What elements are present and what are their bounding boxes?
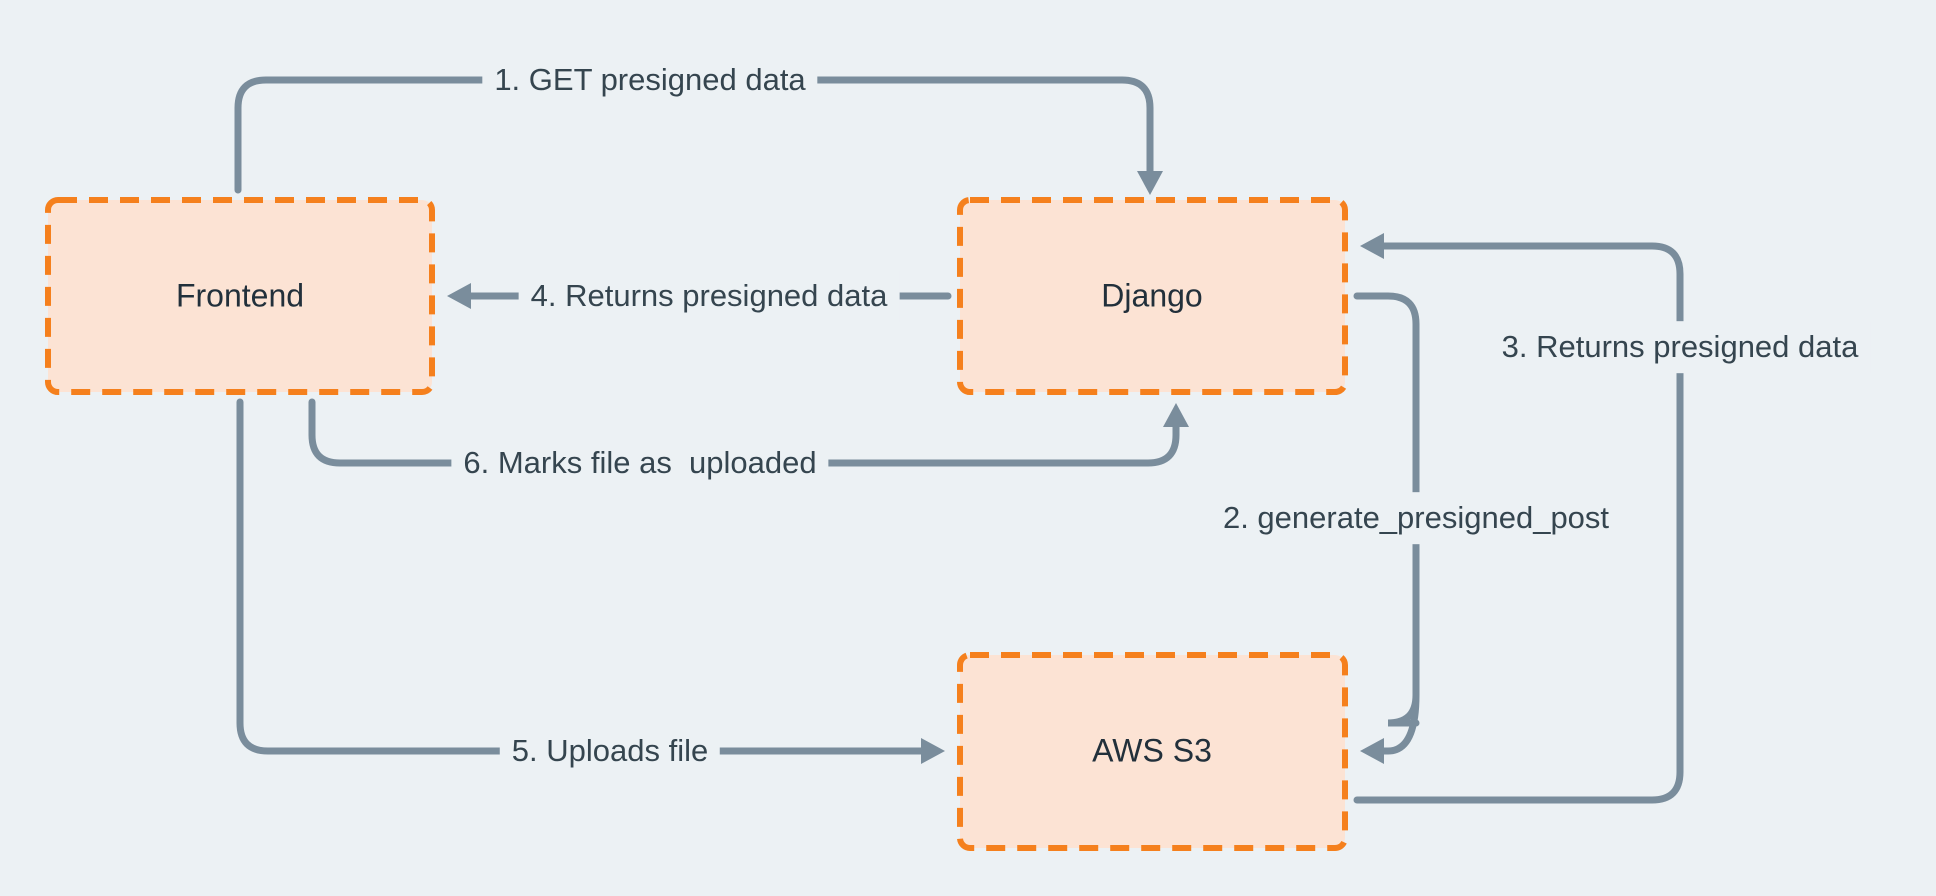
edge-3-returns-presigned-data [1353,233,1684,804]
edge-2-generate-presigned-post [1357,292,1420,751]
edge-label-returns-presigned-data-3: 3. Returns presigned data [1489,321,1871,373]
django-box [957,197,1348,395]
edge-label-get-presigned-data: 1. GET presigned data [482,54,818,106]
frontend-box [45,197,435,395]
edge-label-uploads-file: 5. Uploads file [499,725,721,777]
node-label-django: Django [1101,277,1203,314]
edge-label-marks-file-uploaded: 6. Marks file as uploaded [451,437,829,489]
node-label-aws-s3: AWS S3 [1092,732,1212,769]
aws-s3-box [957,652,1348,851]
edge-5-uploads-file [236,398,945,764]
edge-label-generate-presigned-post: 2. generate_presigned_post [1210,492,1622,544]
node-label-frontend: Frontend [175,277,305,314]
edge-label-returns-presigned-data-4: 4. Returns presigned data [518,270,900,322]
